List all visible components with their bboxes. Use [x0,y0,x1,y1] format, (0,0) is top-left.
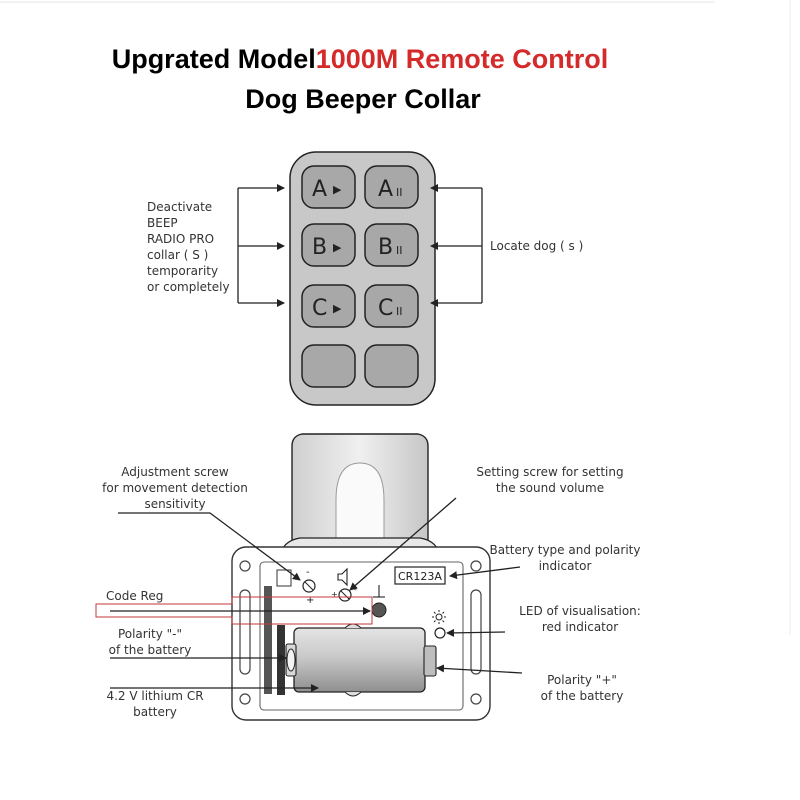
polarity-plus-label: Polarity "+" of the battery [540,673,624,703]
collar-device: - + + - CR123A [231,433,491,721]
battery-type-label: Battery type and polarity indicator [489,543,641,573]
key-b-pause-symbol: II [396,244,403,257]
deactivate-label: Deactivate BEEP RADIO PRO collar ( S ) t… [147,200,230,294]
key-blank-right[interactable] [364,344,419,388]
speaker-icon [337,567,348,587]
key-b-pause-letter: B [378,235,393,260]
key-c-play[interactable] [301,284,356,328]
key-c-pause[interactable] [364,284,419,328]
polarity-minus-label: Polarity "-" of the battery [108,627,192,657]
key-b-play-symbol: ▶ [333,241,342,254]
key-b-pause[interactable] [364,223,419,267]
key-b-play-letter: B [312,235,327,260]
key-c-play-symbol: ▶ [333,302,342,315]
key-blank-left[interactable] [301,344,356,388]
collar-leader-lines [110,497,523,692]
title-model: Upgrated Model [111,44,316,74]
remote-control: A ▶ A II B ▶ B II C ▶ C II [289,151,436,406]
key-a-play-letter: A [312,177,327,202]
led-indicator [434,627,446,639]
led-label: LED of visualisation: red indicator [519,604,641,634]
key-c-pause-symbol: II [396,305,403,318]
title-remote-control: 1000M Remote Control [315,44,609,74]
locate-dog-label: Locate dog ( s ) [490,239,584,253]
title-line-2: Dog Beeper Collar [245,84,481,114]
screw-plus-sign: + [306,595,314,606]
code-reg-label: Code Reg [106,589,164,603]
key-c-pause-letter: C [378,296,393,321]
right-bracket-arrows [430,184,483,307]
left-bracket-arrows [237,184,285,307]
battery-marking: CR123A [398,570,442,583]
key-a-pause-symbol: II [396,186,403,199]
key-b-play[interactable] [301,223,356,267]
code-reg-highlight [95,596,373,625]
key-c-play-letter: C [312,296,327,321]
adjustment-screw-label: Adjustment screw for movement detection … [102,465,248,511]
code-reg-button[interactable] [371,602,387,618]
title-line-1: Upgrated Model1000M Remote Control [0,44,720,75]
key-a-play[interactable] [301,165,356,209]
key-a-pause[interactable] [364,165,419,209]
led-sun-icon [432,610,446,624]
key-a-play-symbol: ▶ [333,183,342,196]
svg-text:+: + [331,590,338,599]
key-a-pause-letter: A [378,177,393,202]
battery-label: 4.2 V lithium CR battery [106,689,204,719]
screw-minus-sign: - [306,567,310,578]
setting-screw-label: Setting screw for setting the sound volu… [476,465,624,495]
